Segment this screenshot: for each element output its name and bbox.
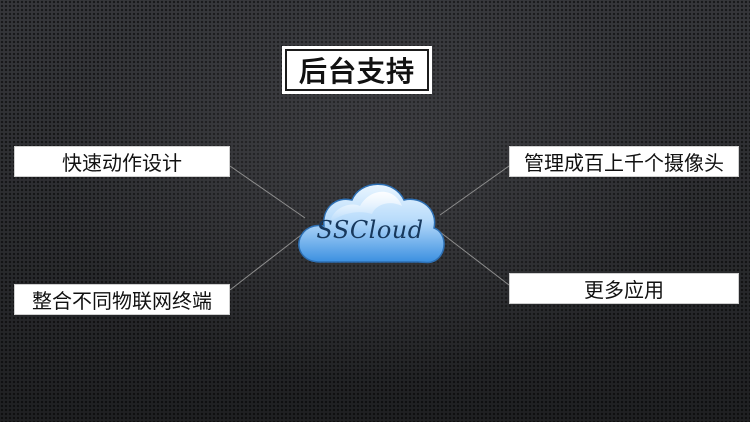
feature-label: 更多应用	[584, 278, 664, 302]
cloud-icon	[298, 183, 445, 264]
feature-box-top-left: 快速动作设计	[14, 146, 230, 177]
feature-label: 快速动作设计	[62, 151, 182, 175]
feature-label: 管理成百上千个摄像头	[524, 151, 724, 175]
feature-box-top-right: 管理成百上千个摄像头	[509, 146, 739, 177]
feature-box-bottom-right: 更多应用	[509, 273, 739, 304]
connector-bottom-left	[229, 231, 306, 291]
cloud-label: SSCloud	[316, 216, 424, 244]
connector-top-right	[439, 165, 510, 216]
feature-box-bottom-left: 整合不同物联网终端	[14, 284, 230, 315]
feature-label: 整合不同物联网终端	[32, 289, 212, 313]
cloud-node: SSCloud	[290, 170, 450, 270]
connector-top-left	[229, 165, 306, 219]
connector-bottom-right	[439, 231, 510, 286]
page-title: 后台支持	[282, 46, 432, 94]
